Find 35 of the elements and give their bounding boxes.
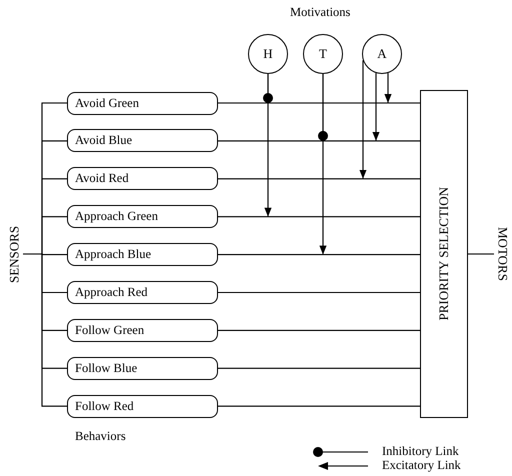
- behavior-box: Approach Red: [67, 281, 218, 304]
- motivation-circle: H: [248, 34, 288, 74]
- legend-text: Excitatory Link: [382, 458, 461, 473]
- behavior-box: Follow Red: [67, 394, 218, 418]
- motivation-circle: A: [362, 34, 402, 74]
- behavior-box: Avoid Red: [67, 167, 218, 190]
- connector-line: [218, 406, 420, 407]
- behavior-box: Avoid Green: [67, 92, 218, 114]
- behavior-box: Follow Green: [67, 318, 218, 342]
- motivation-circle: T: [303, 34, 343, 74]
- behavior-box: Approach Green: [67, 205, 218, 228]
- connector-line: [218, 330, 420, 331]
- behavior-box: Avoid Blue: [67, 129, 218, 152]
- group-label: Motivations: [290, 5, 350, 20]
- connector-line: [218, 292, 420, 294]
- connector-line: [23, 253, 67, 407]
- connector-line: [218, 140, 420, 142]
- connector-line: [218, 254, 420, 256]
- connector-line: [218, 102, 420, 104]
- connector-line: [468, 253, 494, 255]
- group-label: Behaviors: [75, 429, 126, 444]
- connector-line: [359, 60, 367, 179]
- connector-line: [384, 73, 392, 103]
- connector-line: [218, 178, 420, 180]
- behavior-box: Approach Blue: [67, 243, 218, 266]
- behavior-box: Follow Blue: [67, 356, 218, 380]
- connector-line: [218, 368, 420, 369]
- connector-line: [372, 73, 380, 141]
- legend-text: Inhibitory Link: [382, 444, 459, 459]
- connector-line: [319, 74, 327, 255]
- vertical-label: SENSORS: [6, 214, 23, 294]
- connector-line: [218, 216, 420, 218]
- vertical-label: MOTORS: [494, 219, 511, 289]
- connector-line: [264, 74, 272, 217]
- priority-selection-box: PRIORITY SELECTION: [420, 90, 468, 418]
